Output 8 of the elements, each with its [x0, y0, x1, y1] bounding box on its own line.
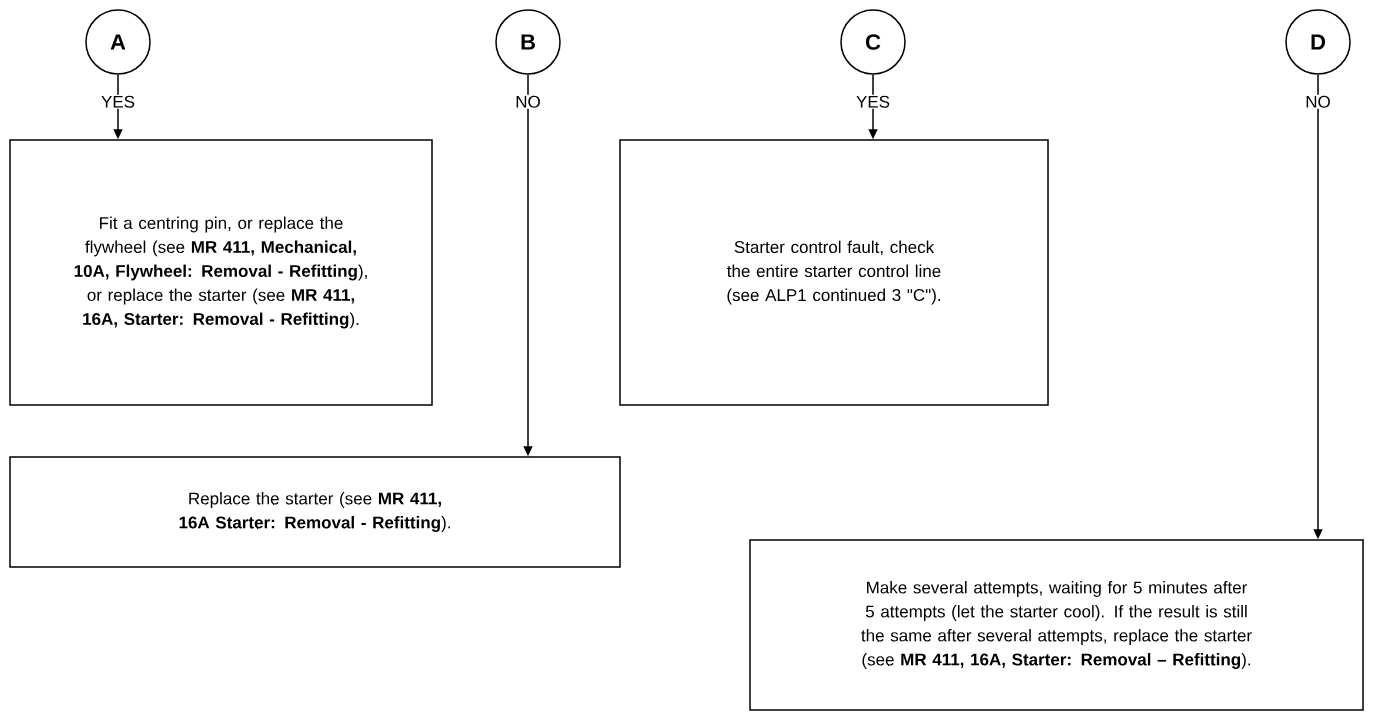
process-box: Replace the starter (see MR 411, 16A Starter: Removal - Refitting).	[9, 456, 621, 568]
edge-label: YES	[101, 95, 135, 108]
edge-label: NO	[1306, 95, 1330, 108]
process-box: Make several attempts, waiting for 5 minutes after 5 attempts (let the starter cool). If the result is still the same after several attempts, replace the starter (see MR 411, 16A, Starter: Removal – Refitting).	[749, 539, 1364, 711]
edge-label: YES	[856, 95, 890, 108]
edge-label: NO	[516, 95, 540, 108]
process-box: Fit a centring pin, or replace the flywheel (see MR 411, Mechanical, 10A, Flywheel: Removal - Refitting), or replace the starter (see MR 411, 16A, Starter: Removal - Refitting).	[9, 139, 433, 406]
process-box: Starter control fault, check the entire starter control line (see ALP1 continued 3 "C").	[619, 139, 1049, 406]
